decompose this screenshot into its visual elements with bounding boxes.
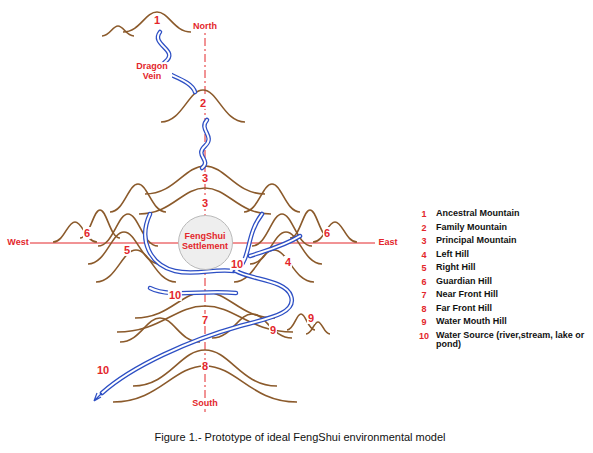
hill-outline [161,90,245,122]
callout-number: 9 [269,324,277,336]
node-text: FengShui Settlement [182,232,228,252]
callout-number: 4 [284,256,292,268]
direction-label: North [192,22,218,32]
legend-text: Family Mountain [436,223,586,233]
callout-number: 1 [153,14,161,26]
legend-text: Guardian Hill [436,277,586,287]
legend-number: 2 [421,224,426,234]
legend-text: Near Front Hill [436,290,586,300]
hill-outline [313,222,357,242]
hill-outline [244,184,300,212]
callout-number: 8 [201,360,209,372]
legend-number: 6 [421,278,426,288]
water-course [250,236,300,256]
settlement-circle: FengShui Settlement [178,215,233,270]
hill-outline [123,12,191,32]
callout-number: 10 [168,289,182,301]
callout-number: 3 [201,172,209,184]
hill-outlines [53,12,357,402]
direction-label: South [191,399,219,409]
legend-text: Ancestral Mountain [436,209,586,219]
water-course [201,120,208,168]
direction-label: West [6,238,29,248]
water-course [201,120,208,168]
callout-number: 6 [323,227,331,239]
hill-outline [120,318,200,342]
legend-number: 4 [421,251,426,261]
legend-text: Far Front Hill [436,304,586,314]
legend-text: Water Mouth Hill [436,317,586,327]
legend-number: 1 [421,210,426,220]
hill-outline [212,314,292,338]
callout-number: 2 [199,97,207,109]
water-course [102,214,292,393]
figure-caption: Figure 1.- Prototype of ideal FengShui e… [154,431,445,443]
legend-number: 5 [421,264,426,274]
legend-number: 8 [421,305,426,315]
callout-number: 7 [201,314,209,326]
legend-number: 3 [421,237,426,247]
hill-outline [110,184,166,212]
hill-outline [133,350,277,386]
callout-number: 10 [96,364,110,376]
feature-label: Dragon Vein [132,62,172,82]
callout-number: 10 [230,258,244,270]
legend-number: 7 [421,291,426,301]
legend-number: 9 [421,318,426,328]
water-course [145,214,234,273]
callout-number: 3 [201,197,209,209]
hill-outline [102,26,134,36]
water-course [250,236,300,256]
water-course [150,288,236,293]
water-courses [102,32,300,393]
water-course [145,214,234,273]
legend-text: Principal Mountain [436,236,586,246]
legend-text: Right Hill [436,263,586,273]
callout-number: 5 [123,244,131,256]
callout-number: 6 [83,227,91,239]
water-course [150,288,236,293]
hill-outline [53,222,97,242]
direction-label: East [377,238,398,248]
water-arrow [94,393,102,401]
legend-number: 10 [419,332,429,342]
legend-text: Left Hill [436,250,586,260]
legend-text: Water Source (river,stream, lake or pond… [436,331,586,351]
hill-outline [145,166,265,194]
water-course [102,214,292,393]
callout-number: 9 [307,312,315,324]
